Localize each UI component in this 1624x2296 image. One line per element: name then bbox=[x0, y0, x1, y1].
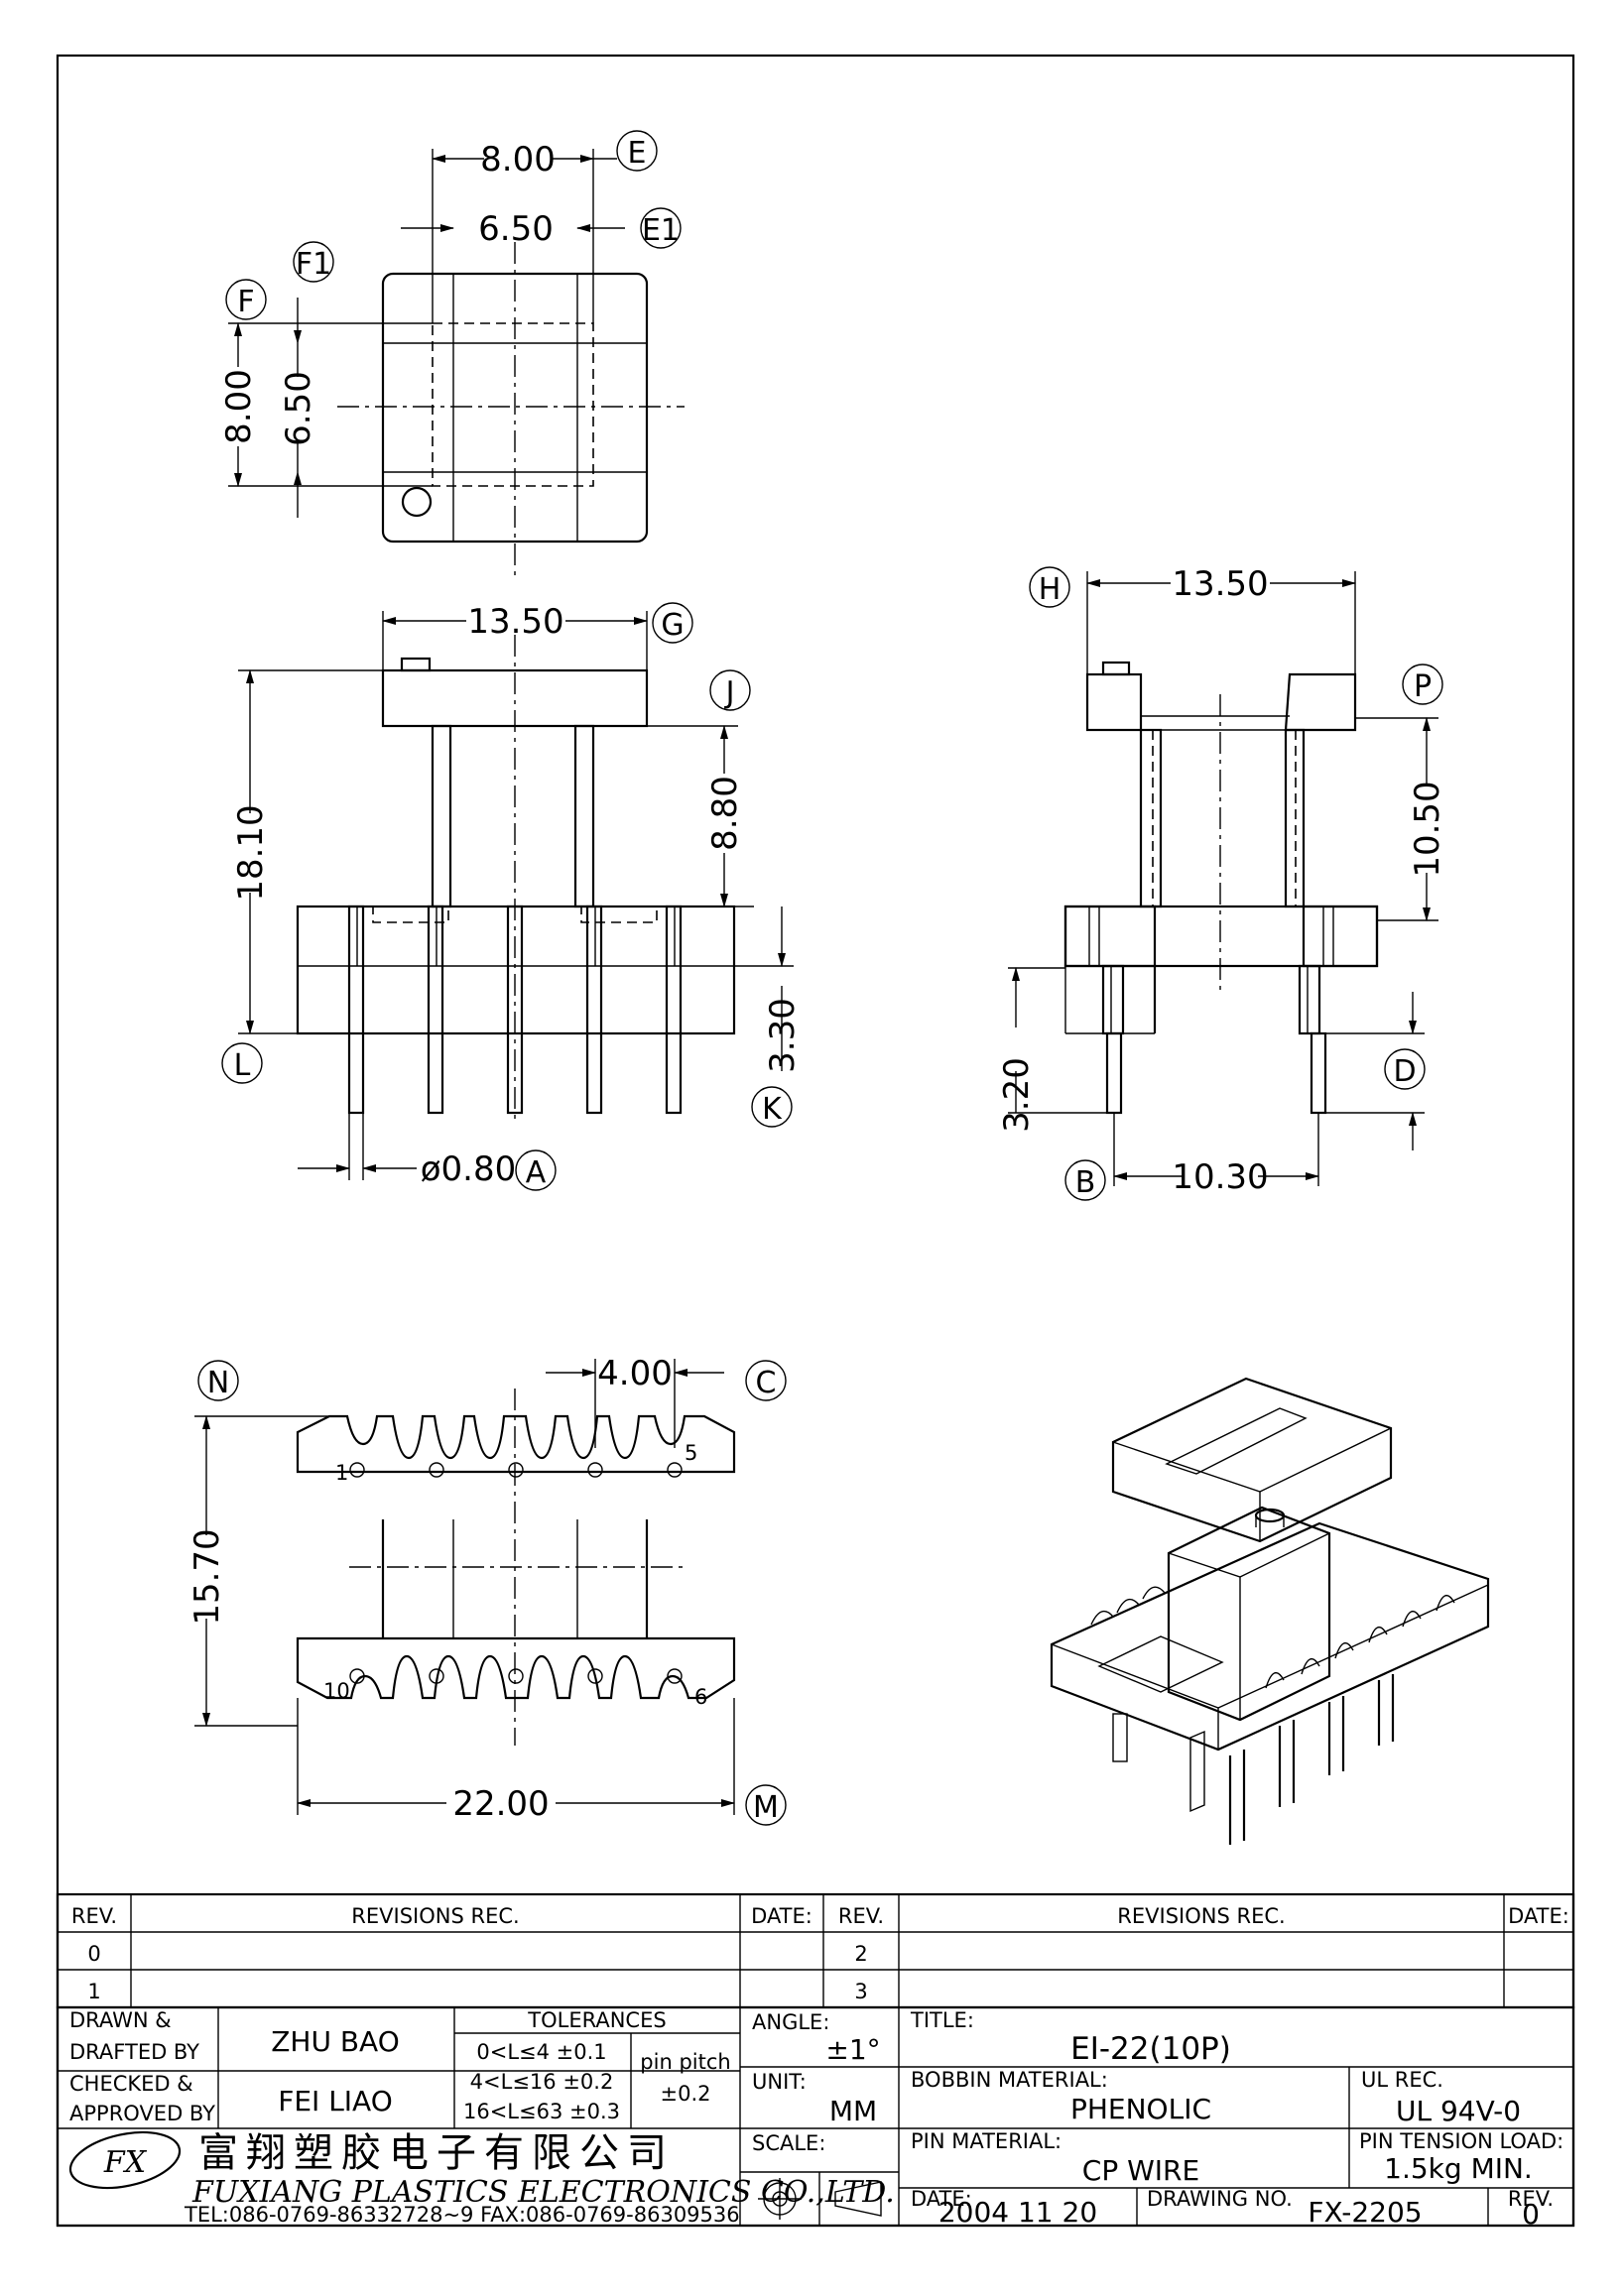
tolerance-2: 4<L≤16 ±0.2 bbox=[470, 2070, 614, 2094]
bobbin-material-value: PHENOLIC bbox=[1070, 2093, 1211, 2125]
drawn-label-2: DRAFTED BY bbox=[69, 2040, 199, 2064]
ul-rec-value: UL 94V-0 bbox=[1396, 2095, 1521, 2127]
revisions-table: REV. REVISIONS REC. DATE: REV. REVISIONS… bbox=[56, 1892, 1575, 2009]
drawn-by-name: ZHU BAO bbox=[271, 2025, 400, 2058]
callout-b: B bbox=[1075, 1165, 1096, 1200]
dim-k: 3.30 bbox=[763, 998, 803, 1073]
callout-c: C bbox=[756, 1366, 777, 1400]
revisions-header-right: REVISIONS REC. bbox=[1117, 1904, 1285, 1928]
pin-material-value: CP WIRE bbox=[1082, 2154, 1199, 2187]
date-label: DATE: bbox=[911, 2187, 972, 2211]
tolerance-3: 16<L≤63 ±0.3 bbox=[463, 2100, 620, 2123]
top-view: 8.00 E 6.50 E1 8.00 F 6.50 F1 bbox=[219, 130, 685, 577]
unit-label: UNIT: bbox=[752, 2070, 807, 2094]
projection-symbol-icon bbox=[758, 2178, 882, 2220]
dim-side-width: 13.50 bbox=[1172, 564, 1268, 604]
callout-m: M bbox=[753, 1790, 779, 1825]
angle-label: ANGLE: bbox=[752, 2010, 829, 2034]
callout-n: N bbox=[207, 1366, 229, 1400]
pin-label-1: 1 bbox=[335, 1461, 348, 1485]
bottom-view: 1 5 10 6 4.00 C 15.70 N 22.00 M bbox=[187, 1354, 787, 1826]
dim-g: 13.50 bbox=[467, 602, 563, 642]
revisions-header-left: REVISIONS REC. bbox=[351, 1904, 519, 1928]
svg-text:FX: FX bbox=[103, 2145, 148, 2180]
title-label: TITLE: bbox=[910, 2008, 974, 2032]
callout-g: G bbox=[661, 608, 684, 643]
checked-by-name: FEI LIAO bbox=[278, 2085, 393, 2117]
callout-p: P bbox=[1414, 669, 1432, 704]
tolerances-header: TOLERANCES bbox=[527, 2008, 666, 2032]
company-logo-icon: FX bbox=[68, 2130, 182, 2190]
rev-row-3: 3 bbox=[854, 1980, 867, 2003]
rev-row-0: 0 bbox=[87, 1942, 100, 1966]
dim-c: 4.00 bbox=[597, 1354, 673, 1393]
pin-label-5: 5 bbox=[685, 1441, 697, 1465]
dim-front-height: 18.10 bbox=[231, 804, 271, 901]
unit-value: MM bbox=[829, 2095, 877, 2127]
callout-e: E bbox=[628, 136, 647, 171]
company-name-cn: 富翔塑胶电子有限公司 bbox=[198, 2130, 675, 2176]
dim-pin-dia: ø0.80 bbox=[421, 1149, 517, 1189]
callout-a: A bbox=[526, 1155, 547, 1190]
tolerance-1: 0<L≤4 ±0.1 bbox=[476, 2040, 606, 2064]
dim-e: 8.00 bbox=[480, 140, 556, 180]
pin-tension-label: PIN TENSION LOAD: bbox=[1359, 2129, 1563, 2153]
rev-header-right: REV. bbox=[838, 1904, 884, 1928]
rev-row-2: 2 bbox=[854, 1942, 867, 1966]
callout-f1: F1 bbox=[296, 247, 331, 282]
side-view: 13.50 H 10.50 P 3.20 D 10.30 B bbox=[997, 564, 1447, 1201]
drawing-no-value: FX-2205 bbox=[1308, 2196, 1422, 2229]
rev-value: 0 bbox=[1522, 2198, 1540, 2231]
dim-e1: 6.50 bbox=[478, 209, 554, 249]
rev-row-1: 1 bbox=[87, 1980, 100, 2003]
bobbin-material-label: BOBBIN MATERIAL: bbox=[911, 2068, 1108, 2092]
dim-b: 3.20 bbox=[997, 1057, 1037, 1133]
drawing-no-label: DRAWING NO. bbox=[1147, 2187, 1293, 2211]
angle-value: ±1° bbox=[825, 2033, 880, 2066]
callout-j: J bbox=[724, 675, 735, 710]
pin-material-label: PIN MATERIAL: bbox=[911, 2129, 1062, 2153]
rev-header-left: REV. bbox=[71, 1904, 117, 1928]
callout-d: D bbox=[1393, 1054, 1416, 1089]
date-header-right: DATE: bbox=[1508, 1904, 1569, 1928]
dim-f1: 6.50 bbox=[279, 371, 318, 446]
dim-m: 22.00 bbox=[452, 1784, 549, 1824]
company-name-en: FUXIANG PLASTICS ELECTRONICS CO.,LTD. bbox=[191, 2175, 895, 2210]
callout-h: H bbox=[1039, 572, 1062, 607]
date-header-left: DATE: bbox=[751, 1904, 812, 1928]
dim-p: 10.50 bbox=[1408, 781, 1447, 877]
date-value: 2004 11 20 bbox=[938, 2196, 1097, 2229]
callout-f: F bbox=[237, 285, 254, 319]
title-block: DRAWN & DRAFTED BY ZHU BAO CHECKED & APP… bbox=[56, 2005, 1575, 2231]
dim-n: 15.70 bbox=[187, 1528, 227, 1625]
ul-rec-label: UL REC. bbox=[1361, 2068, 1443, 2092]
isometric-view bbox=[1050, 1377, 1490, 1845]
scale-label: SCALE: bbox=[752, 2131, 825, 2155]
pin-tension-value: 1.5kg MIN. bbox=[1384, 2152, 1533, 2185]
dim-f: 8.00 bbox=[219, 369, 259, 444]
pin-label-10: 10 bbox=[323, 1679, 350, 1703]
front-view: 13.50 G 18.10 L 8.80 J 3.30 K ø0.80 A bbox=[221, 602, 803, 1191]
drawn-label-1: DRAWN & bbox=[69, 2008, 172, 2032]
checked-label-2: APPROVED BY bbox=[69, 2102, 215, 2125]
rev-label: REV. bbox=[1508, 2187, 1554, 2211]
pin-pitch-tol: ±0.2 bbox=[661, 2082, 711, 2106]
callout-l: L bbox=[234, 1048, 251, 1083]
dim-j: 8.80 bbox=[705, 776, 745, 851]
checked-label-1: CHECKED & bbox=[69, 2072, 193, 2096]
callout-k: K bbox=[762, 1092, 783, 1127]
pin-pitch-label: pin pitch bbox=[640, 2050, 730, 2074]
title-value: EI-22(10P) bbox=[1070, 2031, 1231, 2067]
dim-pitch: 10.30 bbox=[1172, 1157, 1268, 1197]
pin-label-6: 6 bbox=[694, 1685, 707, 1709]
company-contact: TEL:086-0769-86332728~9 FAX:086-0769-863… bbox=[184, 2203, 740, 2227]
callout-e1: E1 bbox=[642, 213, 680, 248]
